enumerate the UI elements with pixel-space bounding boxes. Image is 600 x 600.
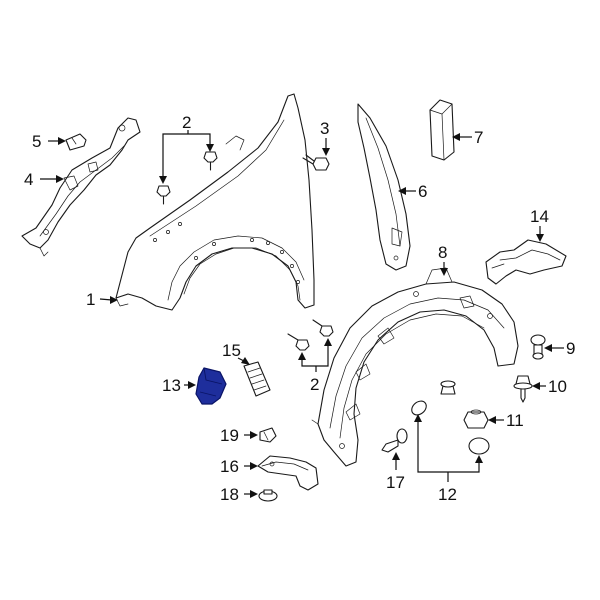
callout-15: 15 [222,341,241,360]
callout-14: 14 [530,207,549,226]
callout-12: 12 [438,485,457,504]
part-2-bolt-d[interactable] [312,319,334,337]
callout-4: 4 [24,170,33,189]
callout-7: 7 [474,128,483,147]
part-14-bracket[interactable] [485,239,567,285]
part-2-bolt-c[interactable] [287,333,310,351]
callout-5: 5 [32,132,41,151]
callout-3: 3 [320,119,329,138]
callout-16: 16 [220,457,239,476]
part-19-clip[interactable] [259,427,277,443]
part-1-front-fender[interactable] [115,93,315,311]
part-2-bolt-b[interactable] [203,151,218,171]
part-9-push-pin[interactable] [530,334,546,360]
callout-13: 13 [162,376,181,395]
callout-2-bottom: 2 [310,375,319,394]
callout-10: 10 [548,377,567,396]
part-3-bolt[interactable] [302,154,330,171]
callout-9: 9 [566,339,575,358]
part-10-screw[interactable] [513,375,533,403]
part-5-clip[interactable] [65,133,87,151]
callout-labels: 1 2 3 4 5 6 7 8 9 10 11 12 13 14 15 16 1… [24,113,575,504]
part-8-wheelhouse-liner[interactable] [311,267,519,467]
callout-1: 1 [86,290,95,309]
part-12-plug-b[interactable] [440,380,456,395]
callout-6: 6 [418,182,427,201]
part-11-nut[interactable] [463,409,489,429]
callout-18: 18 [220,485,239,504]
leader-lines [40,130,564,498]
part-4-apron-bracket[interactable] [21,117,141,257]
part-16-bracket[interactable] [257,455,319,491]
part-17-push-pin[interactable] [381,428,408,453]
part-6-fender-extension[interactable] [357,103,411,271]
part-13-bracket-highlighted[interactable] [195,367,227,405]
callout-19: 19 [220,426,239,445]
part-7-pad[interactable] [429,99,455,161]
callout-17: 17 [386,473,405,492]
part-18-plug[interactable] [258,489,278,502]
callout-8: 8 [438,243,447,262]
part-2-bolt-a[interactable] [156,185,171,205]
callout-2-top: 2 [182,113,191,132]
callout-11: 11 [506,411,524,430]
part-12-plug-c[interactable] [468,437,490,455]
part-12-plug-a[interactable] [409,398,429,417]
part-15-vent[interactable] [243,361,271,397]
